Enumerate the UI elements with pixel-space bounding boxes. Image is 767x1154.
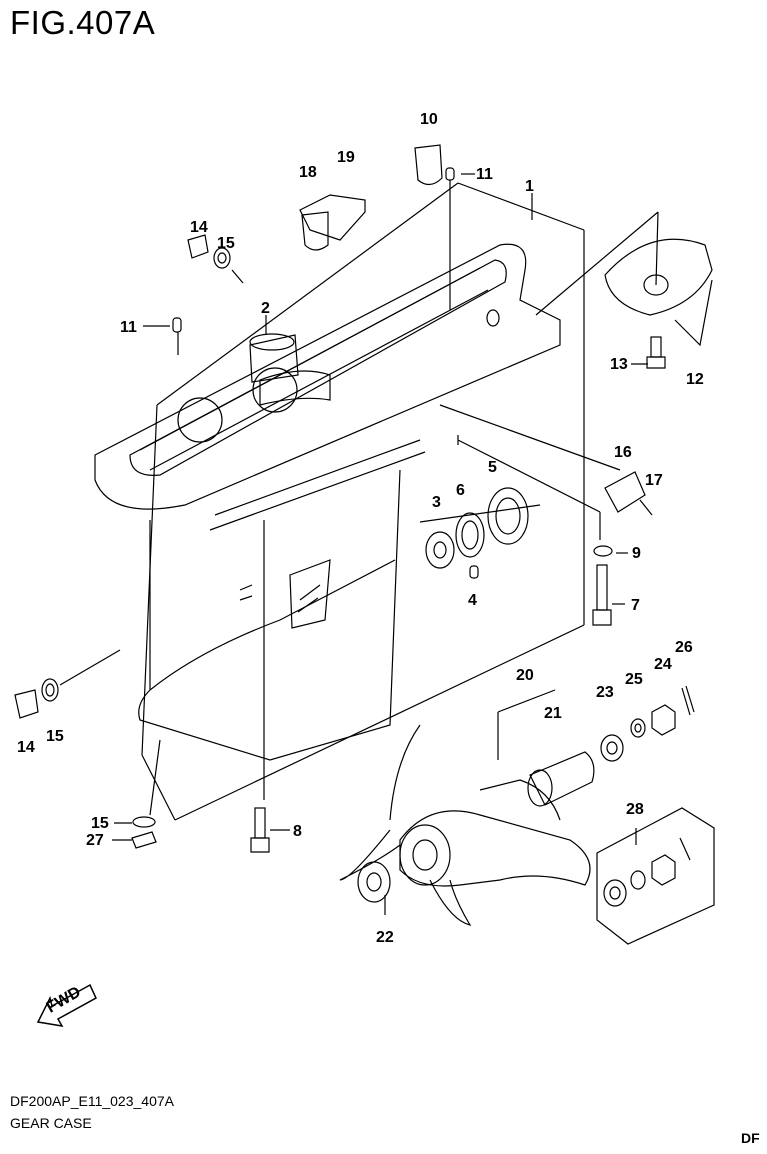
bearing-assembly [425, 487, 529, 579]
callout-leaders [112, 173, 648, 841]
callout-9: 9 [632, 545, 641, 562]
bolt-8 [250, 807, 270, 853]
leader-lines [59, 180, 621, 816]
bracket-20 [497, 689, 556, 760]
bushing-21 [527, 751, 595, 807]
callout-8: 8 [293, 823, 302, 840]
callout-17: 17 [645, 472, 663, 489]
callout-26: 26 [675, 639, 693, 656]
callout-28: 28 [626, 801, 644, 818]
callout-11-top: 11 [476, 166, 493, 183]
diagram-code: DF200AP_E11_023_407A [10, 1093, 174, 1109]
callout-27: 27 [86, 832, 104, 849]
callout-21: 21 [544, 705, 562, 722]
thrust-washer-22 [357, 861, 391, 915]
gear-case-housing [94, 243, 561, 761]
callout-15-bottom: 15 [91, 815, 109, 832]
callout-5: 5 [488, 459, 497, 476]
callout-20: 20 [516, 667, 534, 684]
plug-27 [131, 816, 157, 849]
callout-23: 23 [596, 684, 614, 701]
bolt-7 [592, 545, 613, 626]
corner-label: DF [741, 1130, 760, 1146]
callout-2: 2 [261, 300, 270, 317]
callout-16: 16 [614, 444, 632, 461]
callout-24: 24 [654, 656, 672, 673]
callout-4: 4 [468, 592, 477, 609]
nut-assembly [600, 685, 695, 762]
callout-11-left: 11 [120, 319, 137, 336]
diagram-caption: GEAR CASE [10, 1115, 92, 1131]
callout-22: 22 [376, 929, 394, 946]
callout-7: 7 [631, 597, 640, 614]
callout-18: 18 [299, 164, 317, 181]
callout-14-left: 14 [17, 739, 35, 756]
callout-6: 6 [456, 482, 465, 499]
callout-10: 10 [420, 111, 438, 128]
propeller-nut-kit [596, 807, 715, 945]
water-seal-parts [299, 144, 455, 251]
dowel-pin-left [172, 317, 182, 333]
callout-3: 3 [432, 494, 441, 511]
callout-12: 12 [686, 371, 704, 388]
callout-25: 25 [625, 671, 643, 688]
gear-case-outline-box [141, 182, 585, 821]
callout-14-top: 14 [190, 219, 208, 236]
holder-16 [604, 471, 653, 516]
anode-plate [535, 211, 713, 347]
callout-15-top: 15 [217, 235, 235, 252]
callout-19: 19 [337, 149, 355, 166]
drain-plug-top [187, 234, 231, 269]
drain-plug-lower [14, 678, 59, 719]
bolt-13 [646, 336, 666, 369]
callout-1: 1 [525, 178, 534, 195]
callout-13: 13 [610, 356, 628, 373]
callout-numbers: 1 2 3 4 5 6 7 8 9 10 11 11 12 13 14 14 1… [17, 111, 704, 946]
callout-15-left: 15 [46, 728, 64, 745]
fwd-arrow-icon: FWD [36, 984, 97, 1027]
figure-title: FIG.407A [10, 4, 156, 41]
propeller [339, 724, 591, 926]
